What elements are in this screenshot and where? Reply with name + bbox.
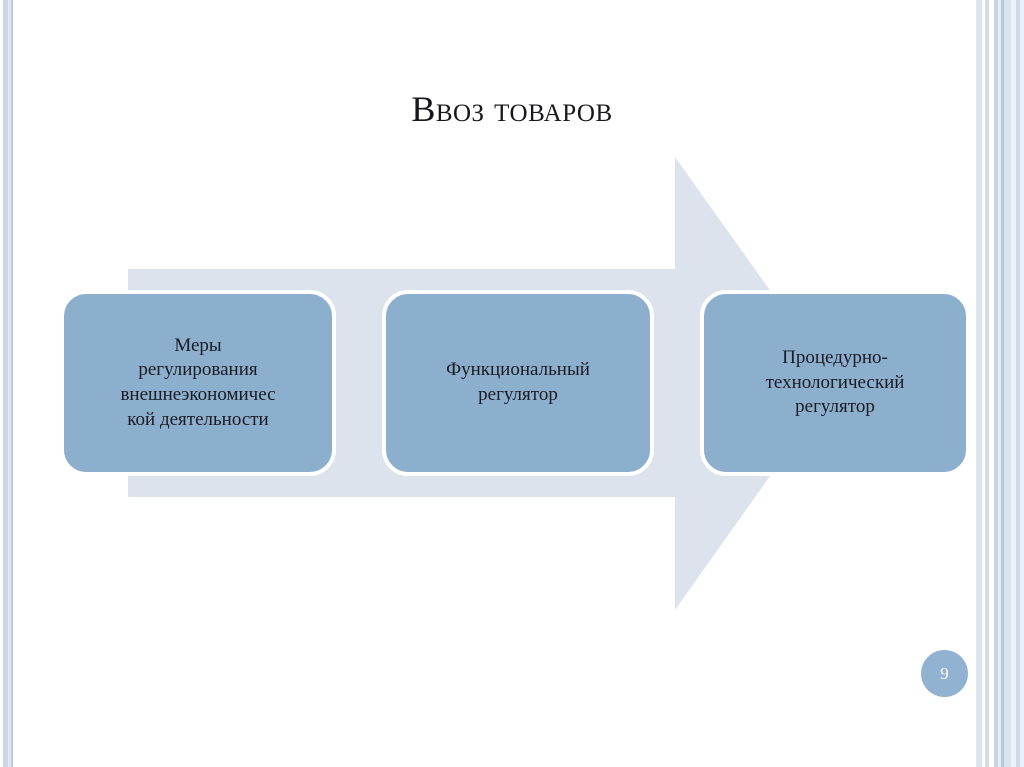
process-step-label: Процедурно- технологический регулятор <box>765 346 905 418</box>
page-title: Ввоз товаров <box>411 89 613 129</box>
process-step-box-1[interactable]: Меры регулирования внешнеэкономичес кой … <box>60 290 336 476</box>
process-step-label: Меры регулирования внешнеэкономичес кой … <box>120 334 276 430</box>
process-step-box-2[interactable]: Функциональный регулятор <box>382 290 654 476</box>
page-number-badge: 9 <box>921 650 968 697</box>
process-step-box-3[interactable]: Процедурно- технологический регулятор <box>700 290 970 476</box>
process-step-label: Функциональный регулятор <box>446 359 590 405</box>
page-number-value: 9 <box>940 663 949 683</box>
